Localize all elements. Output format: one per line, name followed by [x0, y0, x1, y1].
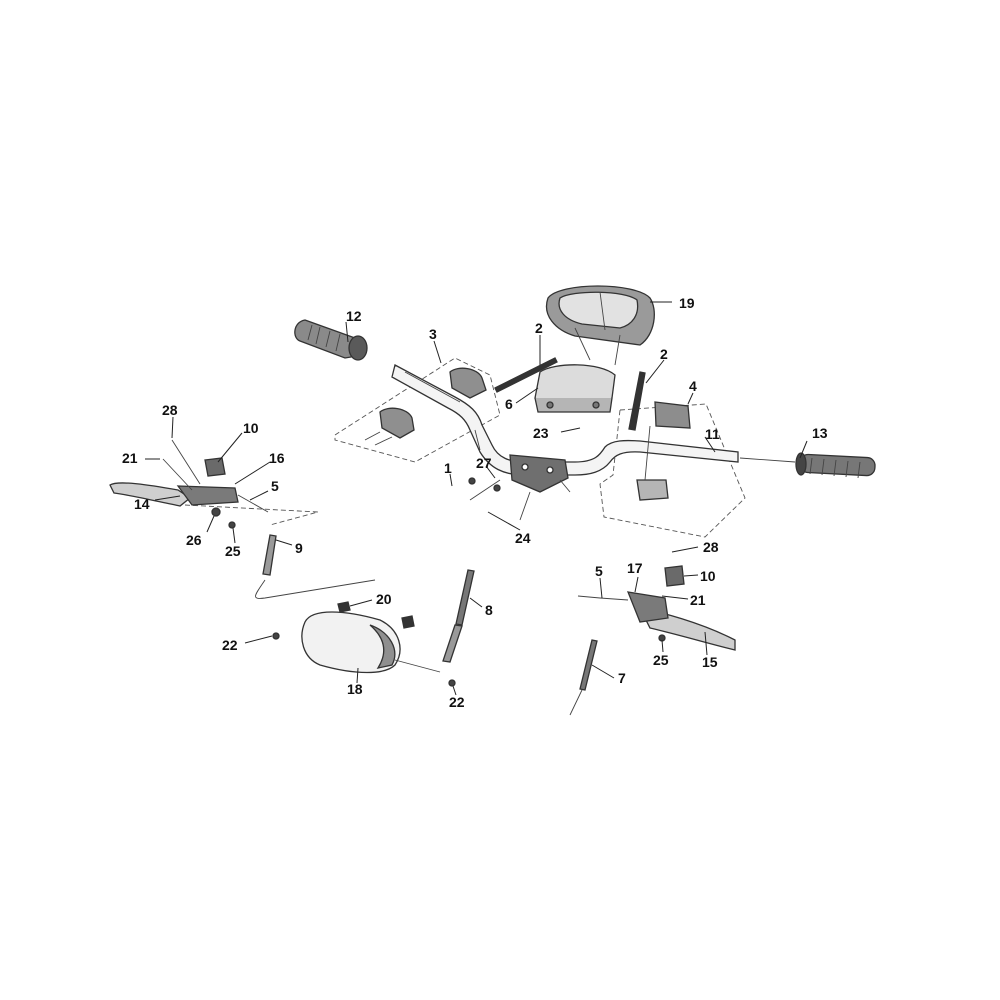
long-bolts [494, 357, 646, 431]
callout-nut-26: 26 [186, 532, 202, 548]
callout-switch-right: 4 [689, 378, 697, 394]
callout-bracket-17: 17 [627, 560, 643, 576]
switch-right-shape [636, 401, 691, 501]
callout-headlight: 18 [347, 681, 363, 697]
headlight-shape [301, 611, 441, 674]
callout-bar: 1 [444, 460, 452, 476]
grip-right-shape [739, 452, 876, 479]
callout-bolt-24: 24 [515, 530, 531, 546]
callout-bolt-25-left: 25 [225, 543, 241, 559]
callout-meter-cover: 19 [679, 295, 695, 311]
clamp-block [468, 454, 571, 521]
callout-lever-left: 14 [134, 496, 150, 512]
callout-master-left: 10 [243, 420, 259, 436]
callout-screw-23: 23 [533, 425, 549, 441]
callout-screw-28-right: 28 [703, 539, 719, 555]
left-lever-assembly [109, 439, 269, 529]
callout-master-right: 10 [700, 568, 716, 584]
callout-bolt-25-right: 25 [653, 652, 669, 668]
callout-clamp-27: 27 [476, 455, 492, 471]
callout-bulb: 20 [376, 591, 392, 607]
callout-screw-21-right: 21 [690, 592, 706, 608]
handlebar [391, 364, 739, 476]
callout-cable-8: 8 [485, 602, 493, 618]
region-outlines [184, 357, 746, 538]
leader-lines [145, 301, 808, 696]
callout-meter: 6 [505, 396, 513, 412]
callout-labels: 1 2 2 3 4 5 5 6 7 8 9 10 10 11 12 13 14 … [122, 295, 828, 710]
callout-bracket-16: 16 [269, 450, 285, 466]
callout-cable-right: 5 [595, 563, 603, 579]
callout-bolt-right: 2 [660, 346, 668, 362]
callout-holder: 3 [429, 326, 437, 342]
meter-cover-shape [545, 285, 655, 366]
callout-grip-right: 13 [812, 425, 828, 441]
holder-shape [364, 367, 487, 446]
callout-throttle-pipe: 11 [705, 426, 720, 442]
cable-9-shape [255, 534, 376, 599]
callout-cable-9: 9 [295, 540, 303, 556]
callout-screw-22-bottom: 22 [449, 694, 465, 710]
callout-screw-22-left: 22 [222, 637, 238, 653]
grip-left-shape [294, 319, 368, 361]
callout-screw-28-left: 28 [162, 402, 178, 418]
right-lever-assembly [577, 565, 736, 651]
callout-cable-left: 5 [271, 478, 279, 494]
callout-cable-7: 7 [618, 670, 626, 686]
callout-grip-left: 12 [346, 308, 362, 324]
callout-bolt-left: 2 [535, 320, 543, 336]
meter-shape [534, 364, 616, 413]
callout-screw-21-left: 21 [122, 450, 138, 466]
cable-8-shape [442, 569, 475, 663]
small-parts [272, 601, 456, 687]
callout-lever-right: 15 [702, 654, 718, 670]
cable-7-shape [569, 639, 598, 716]
